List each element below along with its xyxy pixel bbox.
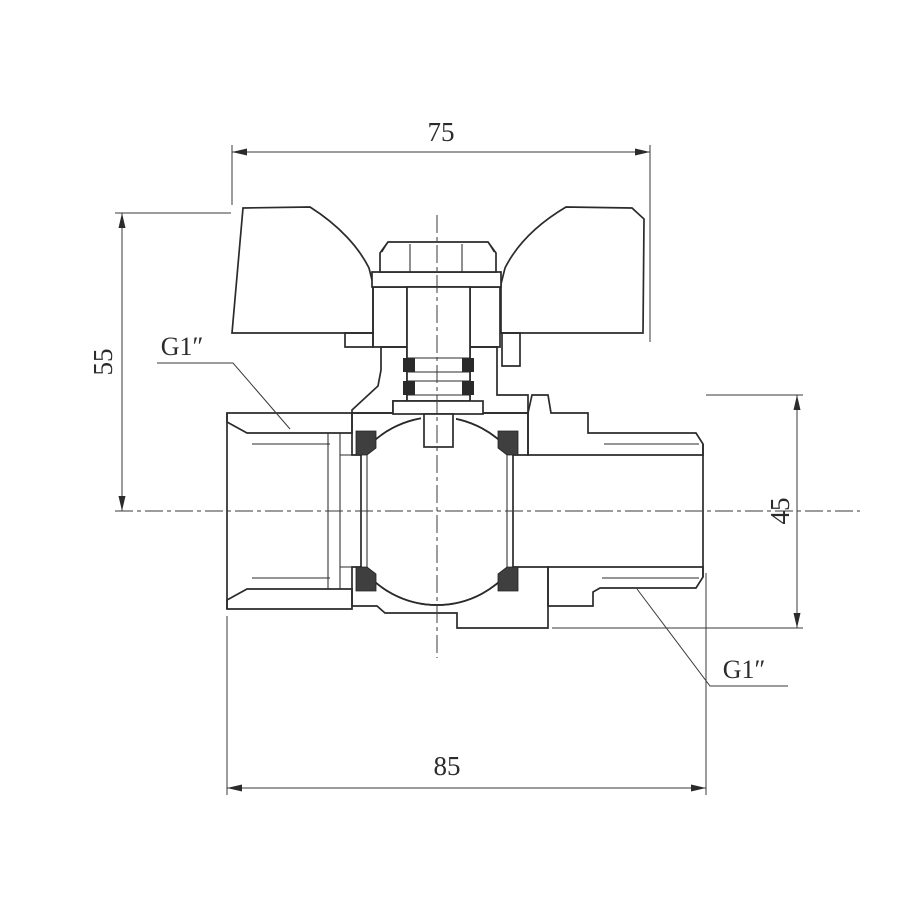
handle-hub-left	[372, 286, 408, 348]
seat-left-bottom	[355, 566, 377, 592]
male-end-bottom-wall	[547, 566, 704, 607]
extension-lines	[552, 394, 803, 629]
arrowhead	[118, 213, 126, 228]
o-ring-seal	[462, 381, 474, 395]
dimension-value-right: 45	[765, 498, 795, 525]
o-ring-seal	[462, 358, 474, 372]
thread-label-left-port: G1″	[161, 332, 204, 361]
extension-lines	[231, 145, 651, 342]
dimension-bottom-85: 85	[226, 573, 707, 795]
o-ring-seal	[403, 358, 415, 372]
dimension-value-left: 55	[88, 349, 118, 376]
male-end-top-wall	[527, 394, 704, 456]
hex-nut	[379, 241, 497, 273]
thread-label-right-port: G1″	[723, 655, 766, 684]
arrowhead	[793, 395, 801, 410]
valve-stem	[403, 286, 474, 402]
arrowhead	[793, 613, 801, 628]
female-end-bottom-wall	[226, 588, 353, 610]
handle-right-wing	[500, 206, 645, 334]
handle-right-lug	[501, 332, 521, 367]
seat-left-top	[355, 430, 377, 456]
dimension-top-75: 75	[231, 117, 651, 342]
female-thread-lines	[252, 443, 330, 579]
stem-shaft	[406, 286, 471, 402]
dimension-value-top: 75	[428, 117, 455, 147]
seat-right-top	[497, 430, 519, 456]
arrowhead	[227, 784, 242, 792]
arrowhead	[118, 496, 126, 511]
seat-right-bottom	[497, 566, 519, 592]
stem-groove-lines	[407, 357, 470, 396]
dimension-right-45: 45	[552, 394, 803, 629]
male-thread-lines	[602, 443, 699, 579]
centerlines	[115, 215, 860, 658]
handle-hub-right	[469, 286, 501, 348]
arrowhead	[232, 148, 247, 156]
handle-left-step	[344, 332, 374, 348]
hex-nut-facets	[381, 241, 495, 272]
extension-lines	[226, 573, 707, 795]
arrowhead	[691, 784, 706, 792]
o-ring-seal	[403, 381, 415, 395]
dimension-value-bottom: 85	[434, 751, 461, 781]
dimension-left-55: 55	[88, 212, 231, 511]
ball-and-seats	[355, 400, 519, 606]
dimension-annotations: 75 55 45 85	[88, 117, 803, 795]
arrowhead	[635, 148, 650, 156]
leader-left-port	[157, 362, 291, 430]
chamber-bottom-wall	[351, 566, 549, 629]
thread-labels: G1″ G1″	[157, 332, 788, 687]
stem-flange	[392, 400, 484, 415]
stem-tang	[423, 413, 454, 448]
leader-right-port	[636, 588, 788, 687]
female-end-top-wall	[226, 412, 353, 434]
handle-left-wing	[231, 206, 374, 334]
